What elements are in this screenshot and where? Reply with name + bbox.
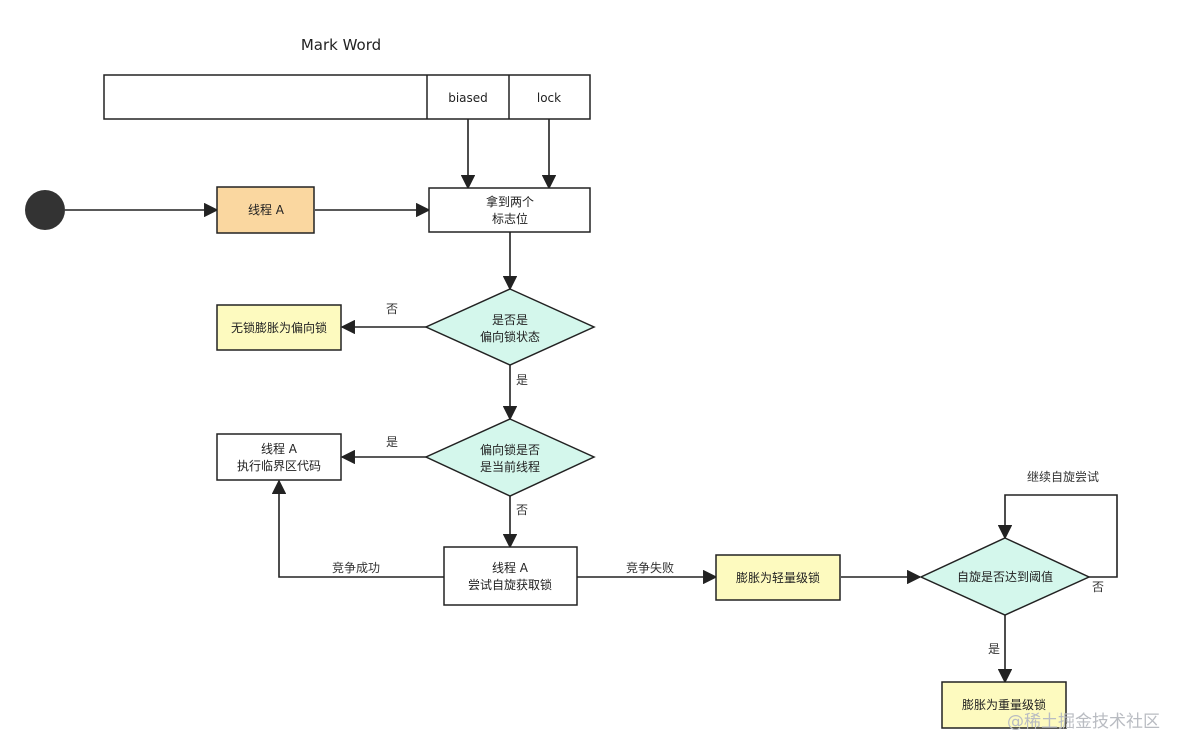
execute-critical-line1: 线程 A [261, 441, 298, 456]
try-spin-line2: 尝试自旋获取锁 [468, 577, 552, 592]
inflate-light-label: 膨胀为轻量级锁 [736, 570, 820, 585]
decision3-label: 自旋是否达到阈值 [957, 569, 1053, 584]
unlocked-to-biased-node: 无锁膨胀为偏向锁 [216, 304, 342, 351]
decision2-line1: 偏向锁是否 [480, 442, 540, 457]
lock-field-label: lock [537, 91, 561, 105]
start-node [25, 190, 65, 230]
inflate-heavy-node: 膨胀为重量级锁 [941, 681, 1067, 729]
edge-label-compete-success: 竞争成功 [332, 561, 380, 575]
try-spin-line1: 线程 A [492, 560, 529, 575]
execute-critical-node: 线程 A 执行临界区代码 [216, 433, 342, 481]
decision1-line1: 是否是 [492, 313, 528, 327]
edge-label-yes-2: 是 [386, 435, 398, 449]
get-flags-node: 拿到两个 标志位 [428, 187, 591, 233]
edge-label-compete-fail: 竞争失败 [626, 560, 674, 575]
biased-field-label: biased [448, 91, 488, 105]
edge-label-yes-1: 是 [516, 373, 528, 387]
inflate-light-node: 膨胀为轻量级锁 [715, 554, 841, 601]
edge-label-no-1: 否 [386, 302, 398, 316]
is-current-thread-decision: 偏向锁是否 是当前线程 [424, 418, 596, 497]
edge-label-continue-spin: 继续自旋尝试 [1027, 469, 1099, 484]
thread-a-label: 线程 A [248, 202, 285, 217]
unlocked-to-biased-label: 无锁膨胀为偏向锁 [231, 320, 327, 335]
edges [65, 119, 1118, 684]
watermark-text: @稀土掘金技术社区 [1007, 712, 1160, 732]
mark-word-bar: biased lock [103, 74, 591, 120]
edge-label-yes-3: 是 [988, 642, 1000, 656]
diagram-title: Mark Word [301, 36, 381, 54]
edge-label-no-2: 否 [516, 503, 528, 517]
thread-a-node: 线程 A [216, 186, 315, 234]
is-biased-decision: 是否是 偏向锁状态 [424, 288, 596, 366]
spin-threshold-decision: 自旋是否达到阈值 [919, 537, 1091, 616]
decision1-line2: 偏向锁状态 [480, 329, 540, 344]
get-flags-line2: 标志位 [492, 211, 528, 226]
edge-continue-spin [997, 494, 1118, 578]
edge-compete-success [271, 479, 444, 578]
inflate-heavy-label: 膨胀为重量级锁 [962, 697, 1046, 712]
decision2-line2: 是当前线程 [480, 459, 540, 474]
try-spin-node: 线程 A 尝试自旋获取锁 [443, 546, 578, 606]
edge-label-no-3: 否 [1092, 580, 1104, 594]
get-flags-line1: 拿到两个 [486, 194, 534, 209]
execute-critical-line2: 执行临界区代码 [237, 459, 321, 473]
